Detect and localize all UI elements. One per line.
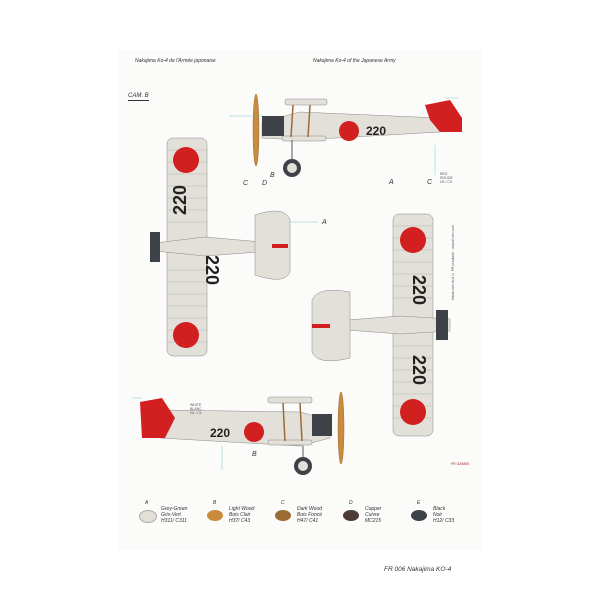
- swatch-a-dot: [139, 510, 157, 523]
- bottom-right-number-1: 220: [409, 275, 429, 305]
- callout-a-1: A: [388, 179, 394, 186]
- header-english: Nakajima Ko-4 of the Japanese Army: [313, 58, 396, 64]
- camo-label: CAM. B: [128, 93, 149, 101]
- bottom-right-number-2: 220: [409, 355, 429, 385]
- header-french: Nakajima Ko-4 de l'Armée japonaise: [135, 58, 216, 64]
- footer-title: FR 006 Nakajima KO-4: [384, 566, 452, 573]
- callout-c-2: C: [427, 179, 433, 186]
- brand-badge: FR GAMES: [451, 462, 470, 466]
- bottom-view-right: 220 220: [311, 213, 451, 437]
- side-top-number: 220: [366, 124, 386, 138]
- swatch-d-dot: [343, 510, 359, 521]
- swatch-e-dot: [411, 510, 427, 521]
- callout-b-2: B: [252, 451, 257, 458]
- side-note-bottom: WHITE BLANC H1 / C1: [190, 403, 202, 415]
- vertical-copyright-text: Hand-over text © FR products · www.frrom…: [451, 224, 455, 300]
- side-bottom-number: 220: [210, 426, 230, 440]
- side-note-top: RED ROUGE H3 / C3: [440, 172, 453, 184]
- callout-a-2: A: [321, 219, 327, 226]
- swatch-c-dot: [275, 510, 291, 521]
- swatch-b-dot: [207, 510, 223, 521]
- side-profile-top: 220 C D B A C: [229, 93, 462, 187]
- callout-b-1: B: [270, 172, 275, 179]
- side-profile-bottom: 220 B: [132, 391, 345, 475]
- top-left-number-2: 220: [202, 255, 222, 285]
- callout-c-1: C: [243, 180, 249, 187]
- callout-d: D: [262, 180, 267, 187]
- top-view-left: 220 220 A: [150, 137, 327, 357]
- top-left-number-1: 220: [170, 185, 190, 215]
